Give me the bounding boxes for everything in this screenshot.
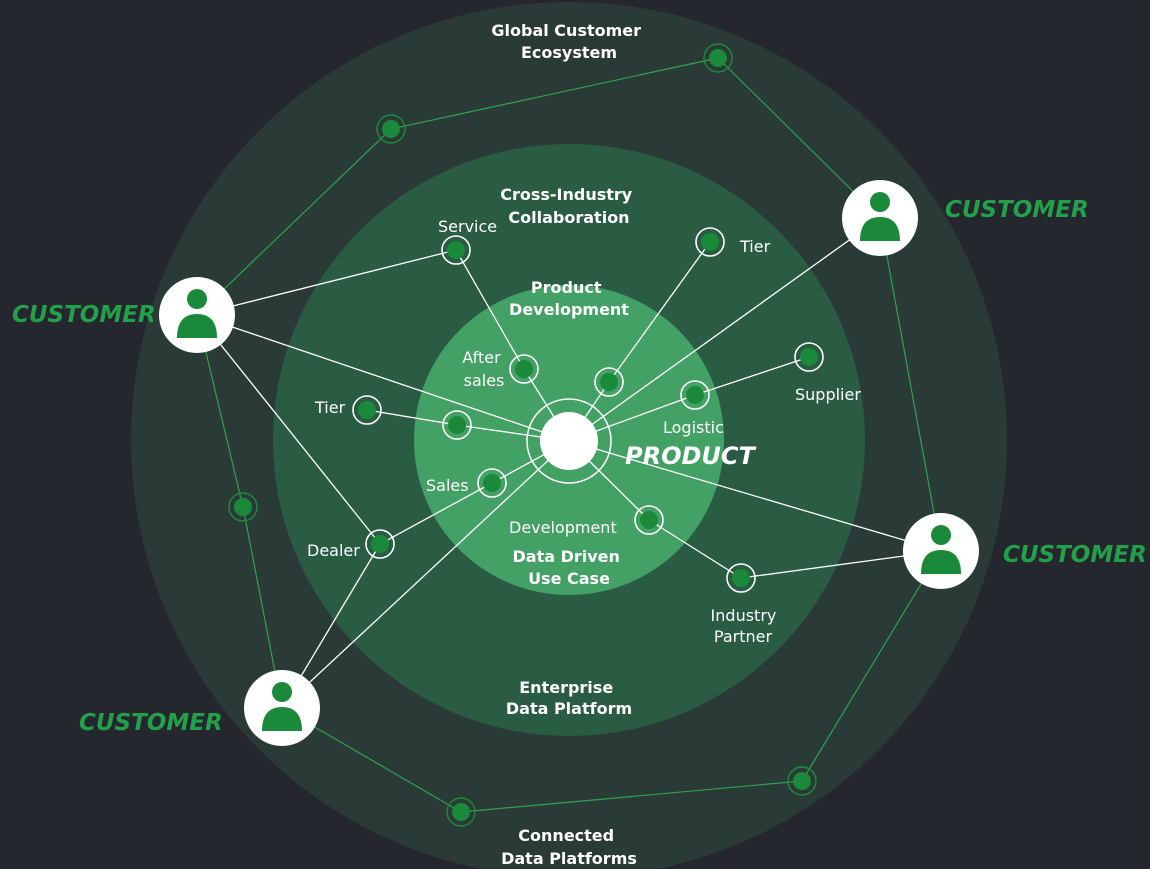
customer-top-right-avatar	[842, 180, 918, 256]
customer-left-avatar	[159, 277, 235, 353]
ring-label-global-ecosystem: Global Customer Ecosystem	[491, 21, 646, 62]
person-icon	[921, 525, 961, 574]
center-product-label: PRODUCT	[625, 442, 756, 470]
customer-label-bottom-left: CUSTOMER	[79, 710, 223, 736]
node-sales-dot	[477, 468, 507, 498]
node-label-industry-partner: Industry Partner	[711, 606, 782, 646]
node-label-tier-left: Tier	[314, 398, 346, 417]
customer-label-left: CUSTOMER	[12, 302, 156, 328]
outer-dot-1	[376, 114, 406, 144]
node-supplier-dot	[794, 342, 824, 372]
node-left-inner-dot	[442, 410, 472, 440]
customer-label-right: CUSTOMER	[1003, 542, 1147, 568]
outer-dot-3	[228, 492, 258, 522]
node-service-dot	[441, 235, 471, 265]
node-label-after-sales: After sales	[462, 348, 506, 390]
customer-bottom-left-avatar	[244, 670, 320, 746]
person-icon	[860, 192, 900, 241]
node-tier-left-dot	[352, 395, 382, 425]
node-upper-right-dot	[594, 367, 624, 397]
product-node	[526, 398, 612, 484]
customer-right-avatar	[903, 513, 979, 589]
node-label-supplier: Supplier	[795, 385, 861, 404]
node-logistic-dot	[680, 380, 710, 410]
ring-label-data-driven: Data Driven Use Case	[513, 547, 626, 588]
ring-label-product-development: Product Development	[509, 278, 629, 319]
customer-label-top-right: CUSTOMER	[945, 197, 1089, 223]
node-label-logistic: Logistic	[663, 418, 724, 437]
node-tier-top-dot	[695, 227, 725, 257]
outer-dot-2	[703, 43, 733, 73]
node-label-sales: Sales	[426, 476, 469, 495]
node-label-tier-top: Tier	[739, 237, 771, 256]
outer-dot-4	[787, 766, 817, 796]
node-dealer-dot	[365, 529, 395, 559]
node-label-dealer: Dealer	[307, 541, 360, 560]
ring-label-cross-industry: Cross-Industry Collaboration	[500, 185, 638, 227]
ring-label-enterprise-platform: Enterprise Data Platform	[506, 678, 632, 718]
node-development-dot	[634, 505, 664, 535]
node-after-sales-dot	[509, 354, 539, 384]
ring-label-connected-platforms: Connected Data Platforms	[501, 826, 637, 868]
person-icon	[262, 682, 302, 731]
node-label-development: Development	[509, 518, 617, 537]
node-label-service: Service	[438, 217, 497, 236]
node-industry-partner-dot	[726, 563, 756, 593]
person-icon	[177, 289, 217, 338]
outer-dot-5	[446, 797, 476, 827]
